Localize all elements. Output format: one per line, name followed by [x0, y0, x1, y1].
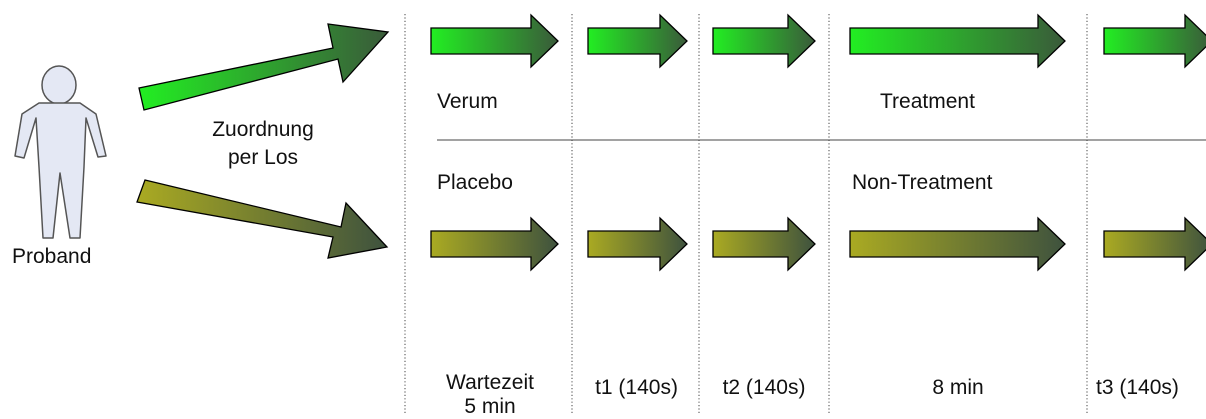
phase-t3-label: t3 (140s) — [1096, 376, 1179, 399]
verum-arrow-treatment — [849, 13, 1066, 69]
placebo-arrow-t1 — [587, 216, 688, 272]
assignment-label-line1: Zuordnung — [212, 118, 314, 141]
assignment-arrow-verum — [138, 23, 390, 111]
verum-arrow-t1 — [587, 13, 688, 69]
group-label-verum: Verum — [437, 90, 498, 113]
phase-t2-label: t2 (140s) — [722, 376, 806, 399]
assignment-arrow-placebo — [136, 179, 389, 259]
verum-arrows — [430, 13, 1206, 69]
phase-wait-line2: 5 min — [464, 395, 516, 418]
placebo-arrow-t2 — [712, 216, 816, 272]
placebo-arrow-t3 — [1103, 216, 1206, 272]
phase-wait-line1: Wartezeit — [446, 371, 534, 394]
group-label-placebo: Placebo — [437, 171, 513, 194]
phase-8min-label: 8 min — [932, 376, 984, 399]
phase-separators — [404, 14, 1088, 414]
placebo-arrow-wait — [430, 216, 559, 272]
phase-label-non-treatment: Non-Treatment — [852, 171, 993, 194]
subject-label: Proband — [12, 245, 92, 268]
placebo-arrow-non-treatment — [849, 216, 1066, 272]
assignment-label-line2: per Los — [227, 146, 299, 169]
verum-arrow-t3 — [1103, 13, 1206, 69]
placebo-arrows — [430, 216, 1206, 272]
phase-label-treatment: Treatment — [880, 90, 975, 113]
assignment-label: Zuordnung per Los — [198, 118, 328, 170]
person-icon — [14, 65, 107, 239]
verum-arrow-wait — [430, 13, 559, 69]
phase-t1-label: t1 (140s) — [595, 376, 678, 399]
phase-wait-label: Wartezeit 5 min — [410, 371, 570, 419]
verum-arrow-t2 — [712, 13, 816, 69]
